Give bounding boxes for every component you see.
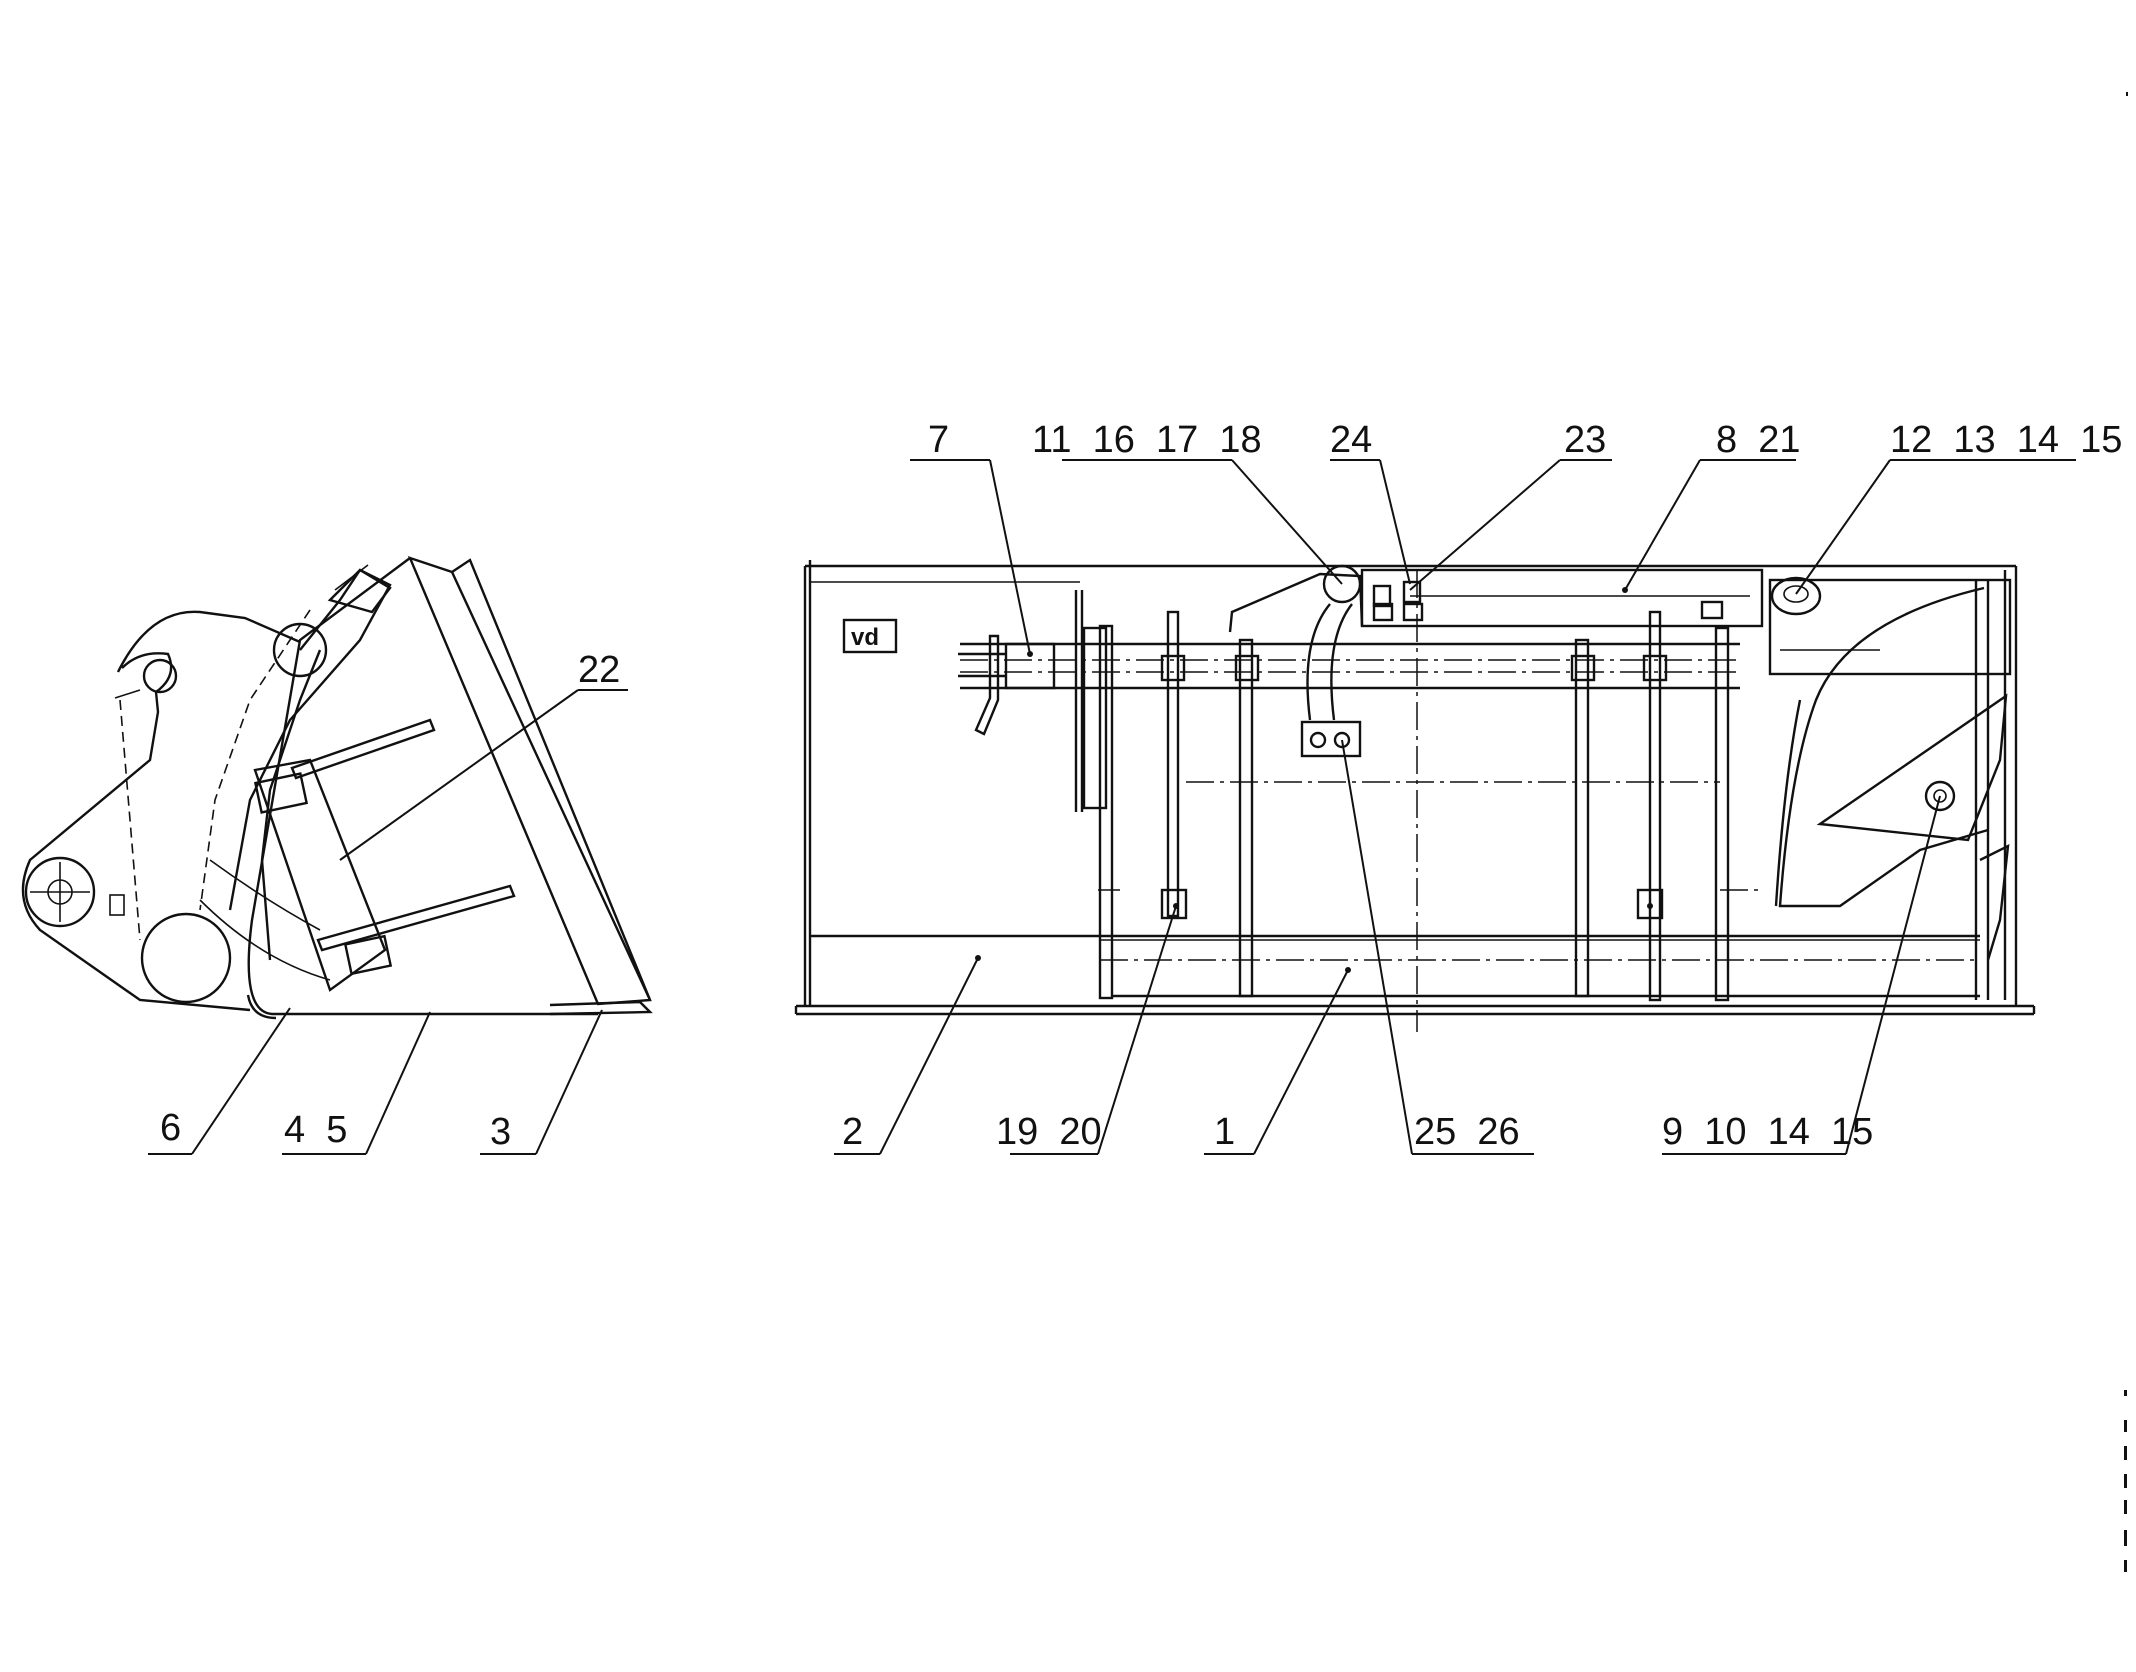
side-view — [21, 556, 653, 1020]
label-22: 22 — [578, 649, 620, 691]
label-8-21: 8 21 — [1716, 419, 1801, 461]
label-2: 2 — [842, 1111, 863, 1153]
label-4-5: 4 5 — [284, 1109, 347, 1151]
label-1: 1 — [1214, 1111, 1235, 1153]
label-3: 3 — [490, 1111, 511, 1153]
label-24: 24 — [1330, 419, 1372, 461]
label-12-13-14-15: 12 13 14 15 — [1890, 419, 2122, 461]
label-9-10-14-15: 9 10 14 15 — [1662, 1111, 1873, 1153]
label-25-26: 25 26 — [1414, 1111, 1520, 1153]
leader-lines — [148, 459, 2076, 1155]
label-7: 7 — [928, 419, 949, 461]
front-view: vd — [794, 560, 2036, 1032]
part-labels: 7 11 16 17 18 24 23 8 21 12 13 14 15 22 … — [160, 419, 2122, 1153]
label-23: 23 — [1564, 419, 1606, 461]
scan-marks — [2124, 92, 2128, 1572]
svg-text:vd: vd — [851, 624, 879, 651]
label-11-16-17-18: 11 16 17 18 — [1032, 419, 1262, 461]
label-19-20: 19 20 — [996, 1111, 1102, 1153]
label-6: 6 — [160, 1107, 181, 1149]
